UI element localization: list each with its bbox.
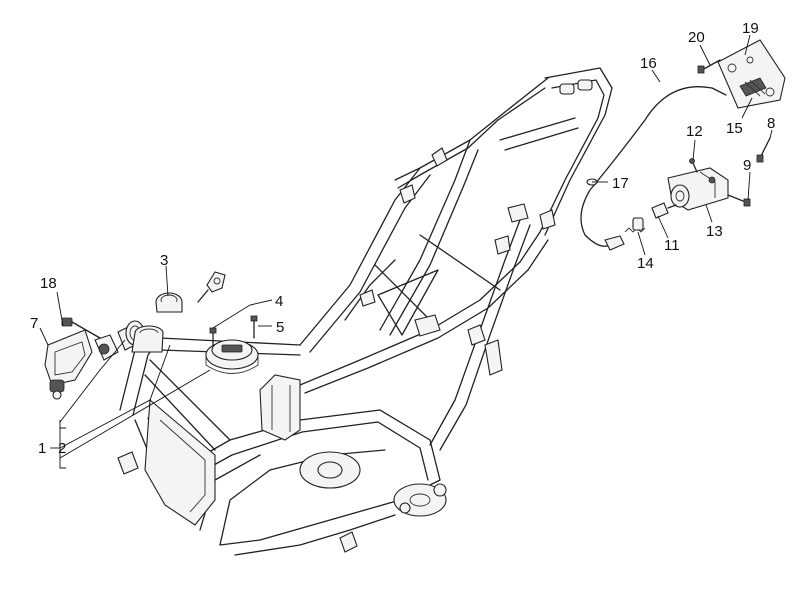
callout-14: 14 xyxy=(637,255,654,272)
callout-7: 7 xyxy=(30,315,38,332)
callout-12: 12 xyxy=(686,123,703,140)
callout-18: 18 xyxy=(40,275,57,292)
scooter-frame xyxy=(117,67,613,556)
callout-16: 16 xyxy=(640,55,657,72)
callout-19: 19 xyxy=(742,20,759,37)
callout-20: 20 xyxy=(688,29,705,46)
saddle-lock-assembly xyxy=(580,39,786,251)
fuel-cap xyxy=(205,315,259,374)
callout-2: 2 xyxy=(58,440,66,457)
callout-11: 11 xyxy=(664,237,680,254)
callout-15: 15 xyxy=(726,120,743,137)
callout-4: 4 xyxy=(275,293,283,310)
leader-lines xyxy=(39,34,773,469)
steering-lock-assembly xyxy=(44,317,146,400)
callout-8: 8 xyxy=(767,115,775,132)
callout-3: 3 xyxy=(160,252,168,269)
callout-13: 13 xyxy=(706,223,723,240)
callout-1: 1 xyxy=(38,440,46,457)
callout-labels: 1 2 3 4 5 7 8 9 11 12 13 14 15 16 17 18 … xyxy=(30,20,775,457)
callout-17: 17 xyxy=(612,175,629,192)
head-tube-and-key xyxy=(131,271,226,353)
callout-5: 5 xyxy=(276,319,284,336)
callout-9: 9 xyxy=(743,157,751,174)
